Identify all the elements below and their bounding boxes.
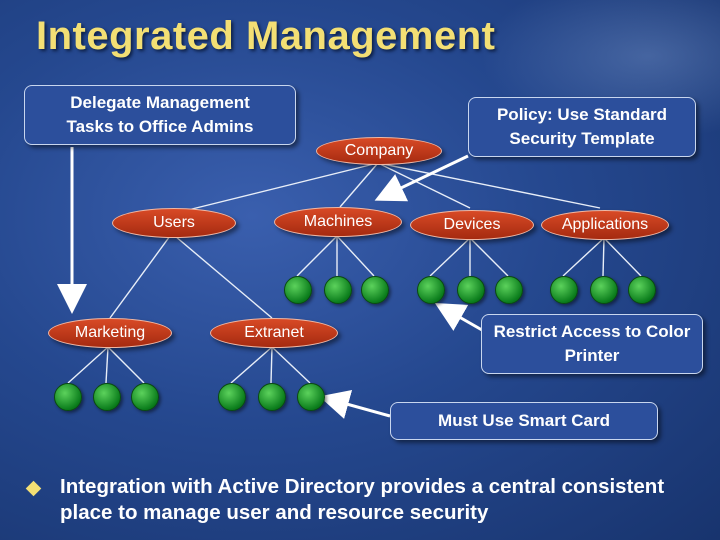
applications-pill: Applications — [541, 210, 669, 240]
application-node — [550, 276, 578, 304]
marketing-node — [93, 383, 121, 411]
extranet-node — [218, 383, 246, 411]
restrict-callout: Restrict Access to Color Printer — [481, 314, 703, 374]
device-node — [457, 276, 485, 304]
device-node — [495, 276, 523, 304]
slide-title: Integrated Management — [36, 14, 496, 58]
company-pill: Company — [316, 137, 442, 165]
device-node — [417, 276, 445, 304]
marketing-pill: Marketing — [48, 318, 172, 348]
policy-callout: Policy: Use Standard Security Template — [468, 97, 696, 157]
marketing-node — [54, 383, 82, 411]
delegate-callout: Delegate Management Tasks to Office Admi… — [24, 85, 296, 145]
machine-node — [284, 276, 312, 304]
users-pill: Users — [112, 208, 236, 238]
marketing-node — [131, 383, 159, 411]
machine-node — [361, 276, 389, 304]
application-node — [590, 276, 618, 304]
application-node — [628, 276, 656, 304]
machines-pill: Machines — [274, 207, 402, 237]
smartcard-callout: Must Use Smart Card — [390, 402, 658, 440]
bullet-text: Integration with Active Directory provid… — [60, 475, 665, 524]
extranet-node — [297, 383, 325, 411]
devices-pill: Devices — [410, 210, 534, 240]
machine-node — [324, 276, 352, 304]
extranet-node — [258, 383, 286, 411]
extranet-pill: Extranet — [210, 318, 338, 348]
